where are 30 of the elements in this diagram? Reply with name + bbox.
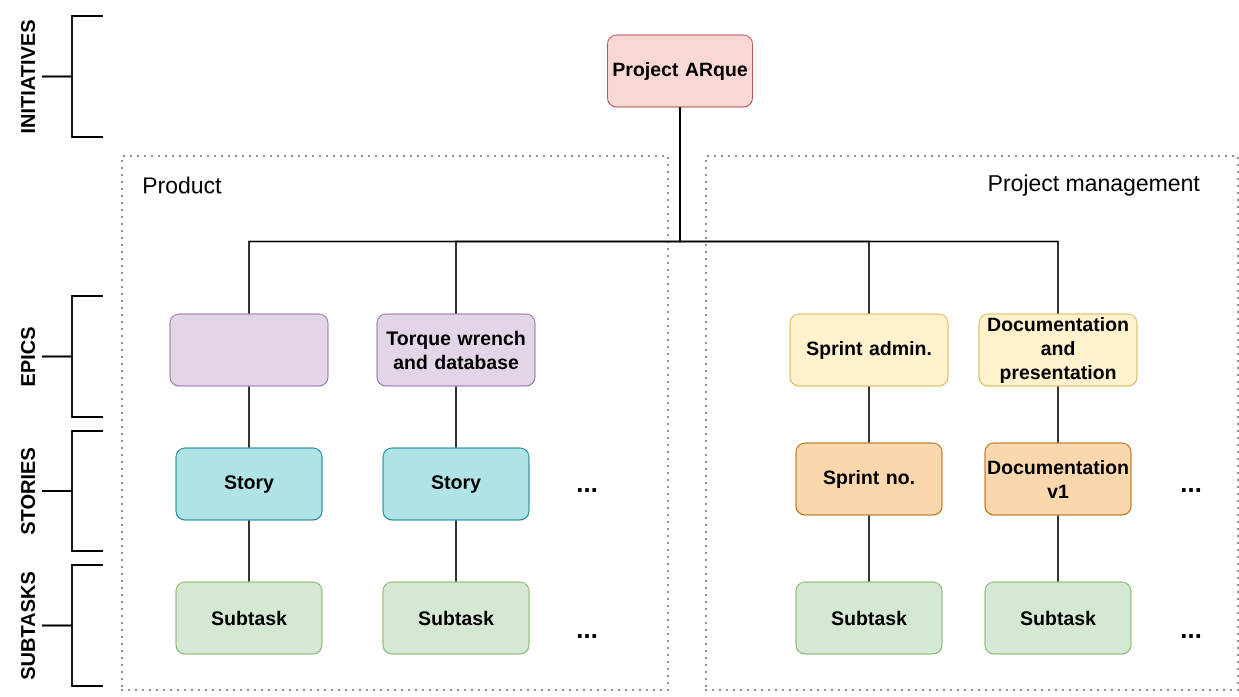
connector-line	[1057, 385, 1059, 444]
rounded-box: Sprint no.	[795, 442, 943, 516]
connector-line	[868, 514, 870, 583]
rounded-box: Subtask	[382, 581, 530, 655]
rounded-box: Documentation and presentation	[978, 313, 1138, 387]
rounded-box: Story	[175, 447, 323, 521]
level-label: EPICS	[20, 327, 36, 386]
connector-line	[679, 106, 1059, 315]
level-label: INITIATIVES	[20, 20, 36, 133]
rounded-box: Documentation v1	[984, 442, 1132, 516]
rounded-box: Subtask	[795, 581, 943, 655]
rounded-box: Story	[382, 447, 530, 521]
rounded-box: Sprint admin.	[789, 313, 949, 387]
rounded-box: Subtask	[175, 581, 323, 655]
connector-line	[868, 385, 870, 444]
connector-line	[455, 519, 457, 583]
connector-line	[248, 519, 250, 583]
connector-line	[455, 385, 457, 449]
ellipsis: ...	[1181, 634, 1201, 638]
rounded-box: Project ARque	[607, 34, 753, 108]
level-label: STORIES	[20, 448, 36, 535]
rounded-box: Subtask	[984, 581, 1132, 655]
rounded-box	[169, 313, 329, 387]
rounded-box: Torque wrench and database	[376, 313, 536, 387]
level-label: SUBTASKS	[20, 572, 36, 680]
ellipsis: ...	[577, 634, 597, 638]
connector-line	[1057, 514, 1059, 583]
ellipsis: ...	[1181, 488, 1201, 492]
connector-line	[248, 385, 250, 449]
ellipsis: ...	[577, 488, 597, 492]
